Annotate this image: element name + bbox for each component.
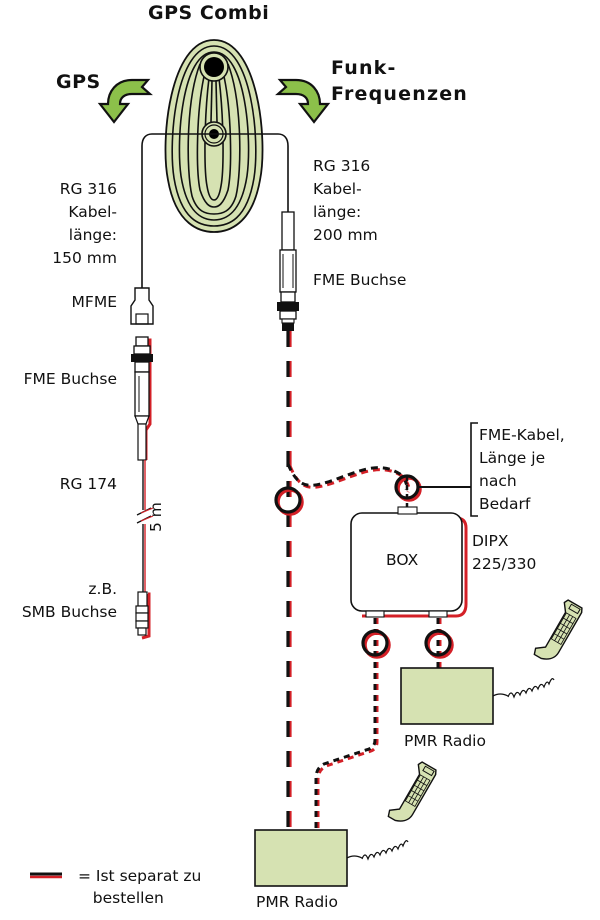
label-rg316-150mm: RG 316 Kabel- länge: 150 mm	[52, 180, 117, 267]
coiled-cord-icon	[361, 840, 409, 861]
coil-ring-icon	[394, 474, 422, 507]
gps-arrow-icon	[97, 78, 153, 124]
label-cable-length: 5 m	[147, 502, 165, 532]
dipx-box	[350, 506, 468, 618]
pmr-radio-unit	[400, 667, 555, 725]
coil-ring-icon	[274, 486, 304, 516]
label-fme-buchse-right: FME Buchse	[313, 271, 407, 289]
label-funk-frequenzen: Funk- Frequenzen	[331, 57, 469, 105]
legend-text: = Ist separat zu bestellen	[78, 867, 202, 907]
label-rg316-200mm: RG 316 Kabel- länge: 200 mm	[313, 157, 378, 244]
fme-cable-note-bracket	[418, 422, 478, 517]
handset-icon	[533, 599, 583, 660]
gps-combi-antenna	[164, 39, 264, 233]
label-mfme: MFME	[71, 293, 117, 311]
label-pmr-radio-upper: PMR Radio	[404, 732, 486, 750]
rg316-cable-funk	[214, 133, 289, 212]
title-gps-combi: GPS Combi	[148, 2, 270, 24]
label-box: BOX	[386, 551, 419, 569]
optional-fme-cable-main	[286, 331, 292, 830]
fme-socket-right	[277, 211, 299, 331]
label-fme-buchse-left: FME Buchse	[23, 370, 117, 388]
label-dipx-model: DIPX 225/330	[472, 532, 537, 573]
label-rg174: RG 174	[59, 475, 117, 493]
rg316-cable-gps	[141, 133, 214, 288]
legend-swatch	[30, 872, 62, 879]
mfme-connector	[130, 287, 154, 325]
gps-element-icon	[204, 57, 224, 77]
label-fme-kabel-note: FME-Kabel, Länge je nach Bedarf	[479, 426, 565, 513]
handset-icon	[387, 761, 437, 822]
funk-arrow-icon	[275, 78, 331, 124]
label-smb-buchse: z.B. SMB Buchse	[21, 580, 117, 621]
coiled-cord-icon	[507, 678, 555, 699]
rg174-cable	[136, 460, 154, 592]
pmr-radio-unit	[254, 829, 409, 887]
optional-cable-box-to-radio1	[314, 618, 391, 830]
label-gps: GPS	[56, 71, 101, 93]
label-pmr-radio-lower: PMR Radio	[256, 893, 338, 911]
fme-socket-left	[131, 336, 153, 461]
smb-connector	[135, 591, 151, 640]
optional-fme-cable-to-box	[286, 463, 411, 493]
optional-cable-box-to-radio2	[424, 618, 454, 668]
